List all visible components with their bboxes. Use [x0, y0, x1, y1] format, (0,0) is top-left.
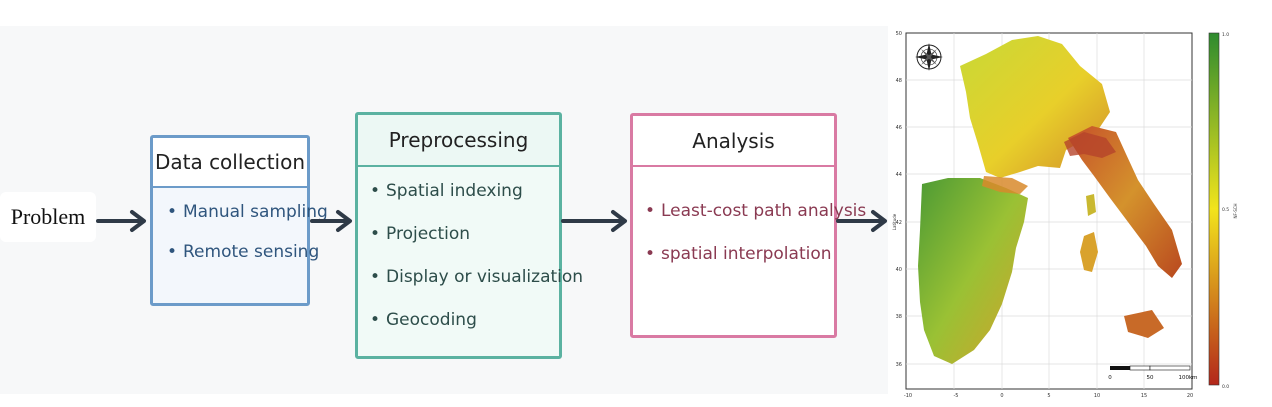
svg-text:38: 38 — [896, 314, 902, 320]
svg-text:10: 10 — [1094, 393, 1100, 399]
svg-text:46: 46 — [896, 125, 902, 131]
scale-bar: 0 50 100km — [1108, 365, 1198, 381]
heatmap-map: 50 48 46 44 42 40 38 36 -10 -5 0 5 10 15… — [892, 31, 1238, 399]
list-item: Display or visualization — [366, 267, 583, 310]
preprocessing-list: Spatial indexing Projection Display or v… — [358, 167, 583, 353]
arrow-head-icon — [336, 210, 352, 232]
svg-text:1.0: 1.0 — [1222, 32, 1229, 38]
analysis-title: Analysis — [633, 116, 834, 167]
svg-text:48: 48 — [896, 78, 902, 84]
italy-region — [1068, 126, 1182, 278]
svg-text:15: 15 — [1141, 393, 1147, 399]
alps-high-region — [1064, 132, 1116, 158]
list-item: Manual sampling — [163, 202, 328, 242]
svg-text:0.5: 0.5 — [1222, 207, 1229, 213]
pyrenees-region — [982, 176, 1028, 194]
analysis-list: Least-cost path analysis spatial interpo… — [633, 167, 866, 287]
svg-text:0.0: 0.0 — [1222, 384, 1229, 390]
sicily-region — [1124, 310, 1164, 338]
analysis-box: Analysis Least-cost path analysis spatia… — [630, 113, 866, 338]
map-panel: 50 48 46 44 42 40 38 36 -10 -5 0 5 10 15… — [888, 26, 1272, 402]
corsica-region — [1086, 194, 1096, 216]
svg-text:36: 36 — [896, 362, 902, 368]
colorbar-tick-labels: 1.0 0.5 0.0 — [1222, 32, 1229, 390]
y-axis-label: Latitude — [892, 213, 897, 230]
preprocessing-title: Preprocessing — [358, 115, 559, 167]
colorbar — [1208, 32, 1220, 386]
iberia-region — [918, 178, 1028, 364]
list-item: Least-cost path analysis — [641, 201, 866, 244]
colorbar-label: NF-SCH — [1233, 203, 1238, 218]
list-item: Remote sensing — [163, 242, 319, 282]
svg-text:5: 5 — [1047, 393, 1050, 399]
x-tick-labels: -10 -5 0 5 10 15 20 — [904, 393, 1193, 399]
data-collection-list: Manual sampling Remote sensing — [153, 188, 328, 282]
sardinia-region — [1080, 232, 1098, 272]
problem-label: Problem — [0, 192, 96, 242]
preprocessing-box: Preprocessing Spatial indexing Projectio… — [355, 112, 583, 359]
svg-text:40: 40 — [896, 267, 902, 273]
svg-text:44: 44 — [896, 172, 902, 178]
compass-rose-icon — [915, 43, 943, 71]
data-collection-box: Data collection Manual sampling Remote s… — [150, 135, 328, 306]
list-item: Geocoding — [366, 310, 559, 353]
svg-text:0: 0 — [1000, 393, 1003, 399]
arrow-head-icon — [871, 210, 887, 232]
svg-text:100km: 100km — [1178, 375, 1197, 381]
svg-text:42: 42 — [896, 220, 902, 226]
svg-text:0: 0 — [1108, 375, 1112, 381]
list-item: Spatial indexing — [366, 181, 559, 224]
list-item: Projection — [366, 224, 559, 267]
data-collection-title: Data collection — [153, 138, 307, 188]
arrow-head-icon — [611, 210, 627, 232]
svg-text:50: 50 — [896, 31, 902, 37]
svg-text:-5: -5 — [954, 393, 959, 399]
list-item: spatial interpolation — [641, 244, 834, 287]
svg-text:50: 50 — [1147, 375, 1154, 381]
svg-text:-10: -10 — [904, 393, 912, 399]
arrow-head-icon — [130, 210, 146, 232]
svg-text:20: 20 — [1187, 393, 1193, 399]
y-tick-labels: 50 48 46 44 42 40 38 36 — [896, 31, 902, 368]
